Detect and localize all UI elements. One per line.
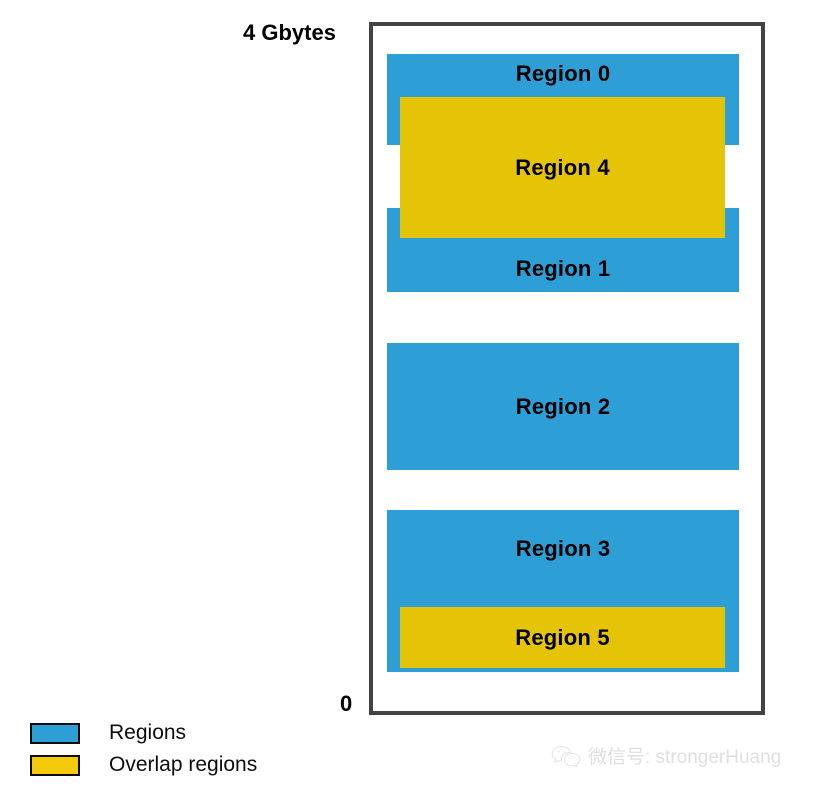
legend-item-overlap-regions: Overlap regions — [30, 749, 257, 781]
scale-label-top: 4 Gbytes — [243, 20, 336, 45]
region-label-4: Region 4 — [515, 154, 610, 180]
region-label-2: Region 2 — [515, 393, 611, 419]
overlap-block-5: Region 5 — [400, 607, 725, 668]
legend-label-overlap-regions: Overlap regions — [109, 753, 258, 776]
region-label-1: Region 1 — [515, 256, 611, 281]
region-label-0: Region 0 — [515, 61, 611, 86]
legend: Regions Overlap regions — [30, 717, 257, 781]
legend-item-regions: Regions — [30, 717, 257, 749]
region-label-5: Region 5 — [515, 624, 610, 650]
blue-swatch-icon — [30, 722, 80, 744]
yellow-swatch-icon — [30, 754, 80, 776]
region-label-3: Region 3 — [515, 536, 611, 561]
region-block-2: Region 2 — [387, 343, 739, 470]
overlap-block-4: Region 4 — [400, 97, 725, 238]
legend-label-regions: Regions — [109, 721, 187, 744]
scale-label-bottom: 0 — [340, 691, 353, 716]
watermark-text: 微信号: strongerHuang — [588, 747, 782, 768]
wechat-icon — [551, 745, 581, 767]
watermark: 微信号: strongerHuang — [551, 742, 781, 769]
